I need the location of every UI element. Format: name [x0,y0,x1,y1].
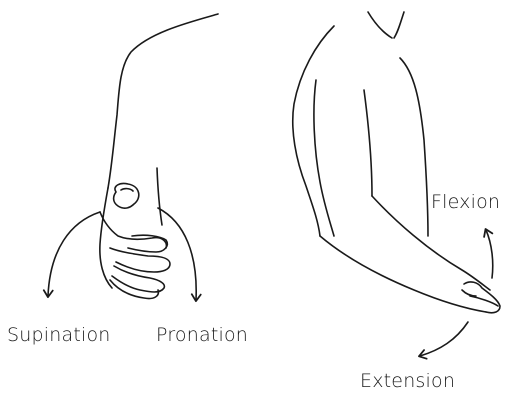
fist-outline [100,212,166,248]
armpit-crease [364,90,372,196]
fist-thumb [114,183,139,208]
neck-right-line [394,12,404,38]
left-arm-figure [100,14,218,299]
flexion-label: Flexion [431,193,500,212]
flexion-arrow [486,230,493,278]
pronation-label: Pronation [156,326,248,345]
forearm-lower-edge [320,236,486,312]
thumb-nail [121,189,133,191]
supination-arrow [48,212,100,296]
left-forearm-left-edge [100,188,112,288]
right-arm-figure [293,12,500,313]
shoulder-top-line [293,26,334,236]
upper-arm-inner-line [314,80,334,236]
extension-arrow [420,322,468,356]
finger-1 [128,235,167,252]
extension-label: Extension [360,372,455,391]
supination-label: Supination [7,326,111,345]
left-forearm-right-edge [157,168,162,225]
chest-line [400,58,428,236]
neck-line [368,12,392,38]
hand-thumb [462,290,476,296]
left-shoulder-line [108,14,218,188]
